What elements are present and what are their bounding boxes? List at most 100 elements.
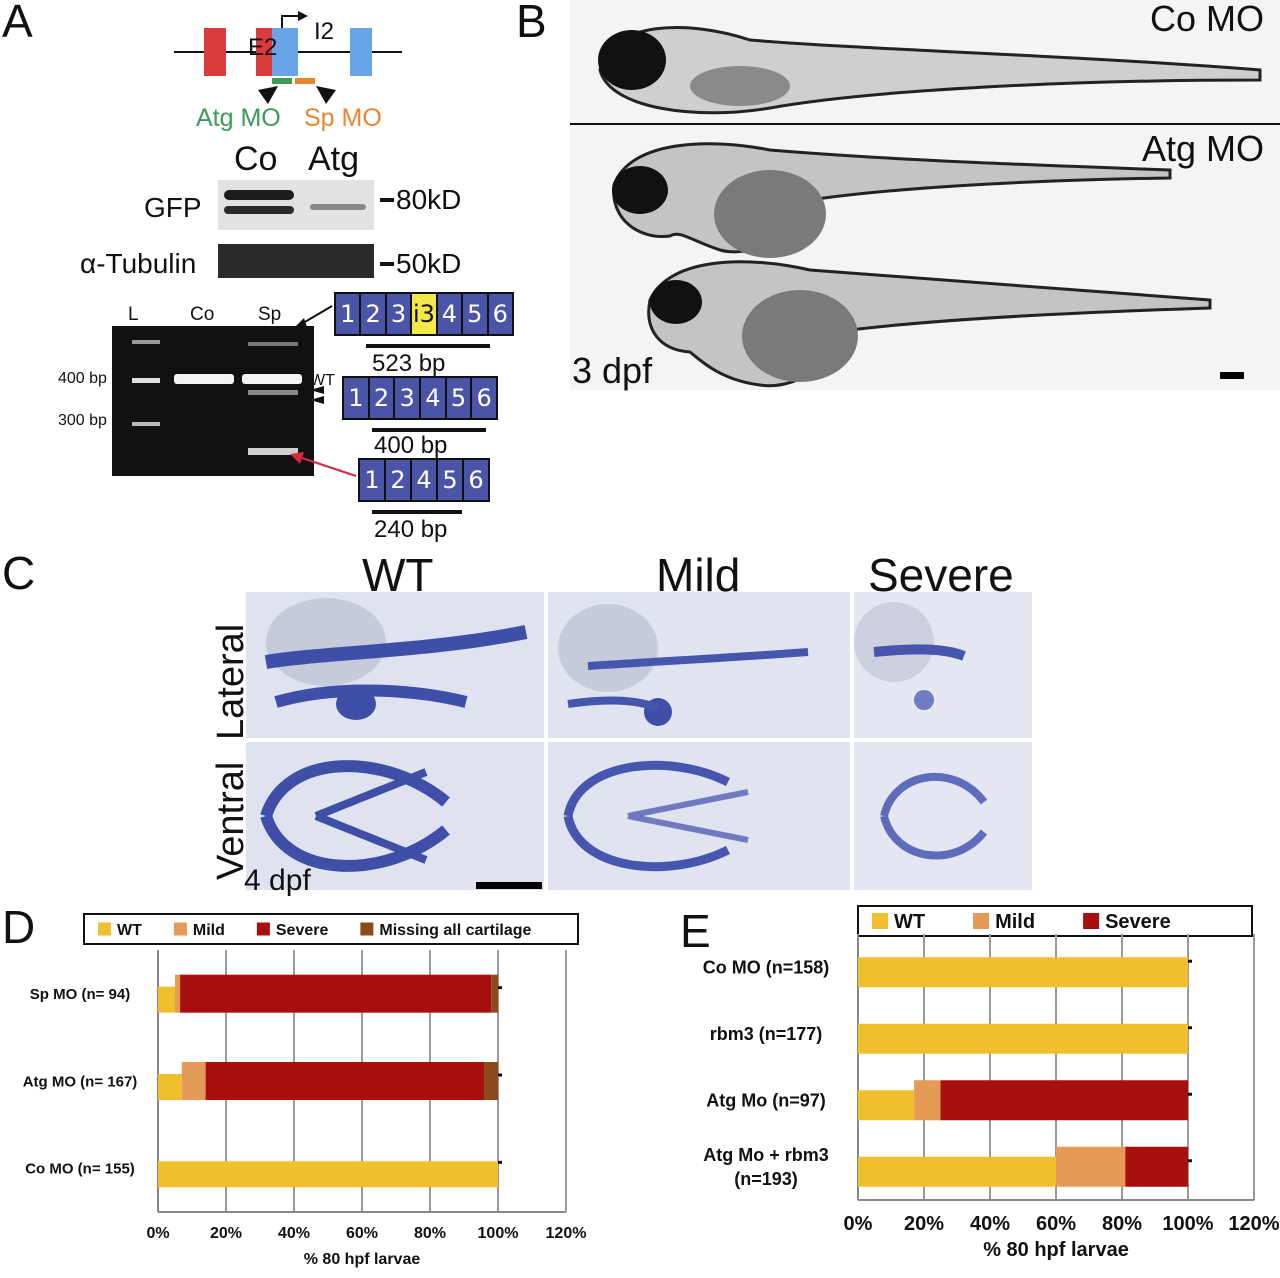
- ladder-400bp: 400 bp: [58, 370, 107, 387]
- atg-mo-arrowhead-icon: [258, 86, 278, 104]
- tss-arrow-icon: [281, 15, 300, 28]
- legend-swatch: [973, 913, 990, 929]
- legend-box: [83, 913, 579, 945]
- tubulin-blot-image: [218, 244, 374, 278]
- mild-ventral-image: [548, 742, 850, 890]
- exon-3-box: [350, 28, 372, 76]
- gene-structure-diagram: [174, 11, 402, 104]
- x-tick-label: 60%: [1036, 1213, 1076, 1235]
- sp-mo-label: Sp MO: [304, 104, 382, 132]
- x-tick-label: 40%: [970, 1213, 1010, 1235]
- panel-a-letter: A: [2, 0, 33, 47]
- x-tick-label: 120%: [546, 1225, 587, 1242]
- bar-severe: [205, 1062, 485, 1100]
- category-label: Sp MO (n= 94): [30, 986, 130, 1003]
- gel-lane-sp: Sp: [258, 304, 282, 325]
- gel-lane-l: L: [128, 304, 139, 325]
- panel-c-scale-bar: [476, 882, 542, 889]
- x-tick-label: 80%: [1102, 1213, 1142, 1235]
- bar-mild: [914, 1080, 941, 1121]
- legend-label: Severe: [276, 922, 329, 939]
- x-tick-label: 100%: [478, 1225, 519, 1242]
- legend-label: Mild: [995, 911, 1035, 933]
- arrowhead-icon: [310, 386, 324, 394]
- gel-arrows: [290, 305, 357, 477]
- bar-wt: [858, 1090, 915, 1121]
- atg-mo-bar: [272, 78, 292, 84]
- sp-mo-arrowhead-icon: [316, 86, 336, 104]
- bar-wt: [158, 986, 175, 1013]
- exon-1-box: [204, 28, 226, 76]
- black-arrow-icon: [290, 318, 308, 332]
- bar-severe: [940, 1080, 1188, 1121]
- legend-label: Missing all cartilage: [379, 922, 531, 939]
- isoform-523-size: 523 bp: [372, 350, 446, 377]
- western-row-gfp: GFP: [144, 192, 202, 223]
- legend-swatch: [1083, 913, 1100, 929]
- bar-wt: [858, 957, 1188, 988]
- bar-wt: [858, 1156, 1056, 1187]
- wt-lateral-image: [246, 592, 544, 738]
- red-arrow-icon: [290, 452, 304, 464]
- x-tick-label: 0%: [146, 1225, 169, 1242]
- bar-wt: [158, 1161, 498, 1188]
- x-tick-label: 60%: [346, 1225, 378, 1242]
- marker-50kd: 50kD: [396, 248, 462, 279]
- bar-wt: [158, 1074, 182, 1100]
- panel-b-scale-bar: [1220, 372, 1244, 379]
- category-label: Atg MO (n= 167): [23, 1073, 138, 1090]
- larvae-micrograph: [570, 0, 1280, 390]
- isoform-240-size: 240 bp: [374, 516, 448, 543]
- marker-80kd: 80kD: [396, 184, 462, 215]
- stage-3dpf-label: 3 dpf: [572, 350, 653, 391]
- x-tick-label: 20%: [904, 1213, 944, 1235]
- x-tick-label: 80%: [414, 1225, 446, 1242]
- co-mo-label: Co MO: [1150, 0, 1265, 39]
- x-tick-label: 40%: [278, 1225, 310, 1242]
- severe-ventral-image: [854, 742, 1032, 890]
- legend-label: Mild: [193, 922, 225, 939]
- gfp-blot-image: [218, 180, 374, 230]
- legend-swatch: [173, 922, 187, 936]
- bar-mild: [181, 1062, 206, 1100]
- exon-2-atg-part: [256, 28, 272, 76]
- larvae-illustration: [570, 26, 1280, 388]
- atg-mo-larva-label: Atg MO: [1142, 128, 1265, 169]
- legend-label: Severe: [1105, 911, 1171, 933]
- atg-mo-label: Atg MO: [196, 104, 281, 132]
- panel-e-letter: E: [680, 905, 711, 957]
- ladder-300bp: 300 bp: [58, 412, 107, 429]
- western-row-tubulin: α-Tubulin: [80, 248, 197, 279]
- legend-label: WT: [894, 911, 925, 933]
- legend-swatch: [98, 922, 111, 936]
- category-label: Atg Mo + rbm3: [703, 1145, 829, 1165]
- category-label: Co MO (n=158): [703, 958, 830, 978]
- bar-missing-all-cartilage: [484, 1062, 498, 1100]
- legend-swatch: [872, 913, 888, 929]
- legend-swatch: [360, 922, 374, 936]
- bar-severe: [180, 974, 492, 1013]
- gel-lane-co: Co: [190, 304, 215, 325]
- exon-2-box: [272, 28, 298, 76]
- category-label: rbm3 (n=177): [710, 1024, 823, 1044]
- x-tick-label: 100%: [1162, 1213, 1213, 1235]
- panel-b-letter: B: [516, 0, 547, 47]
- intron-i2-label: I2: [314, 18, 335, 45]
- bar-severe: [1125, 1146, 1188, 1187]
- rt-pcr-gel-image: [112, 326, 314, 476]
- x-tick-label: 0%: [844, 1213, 873, 1235]
- x-tick-label: 20%: [210, 1225, 242, 1242]
- mild-lateral-image: [548, 592, 850, 738]
- bar-missing-all-cartilage: [491, 974, 498, 1013]
- legend-label: WT: [117, 922, 142, 939]
- bar-wt: [858, 1023, 1188, 1054]
- category-label: Co MO (n= 155): [25, 1161, 135, 1178]
- legend-swatch: [256, 922, 270, 936]
- western-lane-atg: Atg: [308, 140, 360, 178]
- western-lane-co: Co: [234, 140, 278, 178]
- panel-c-letter: C: [2, 547, 36, 599]
